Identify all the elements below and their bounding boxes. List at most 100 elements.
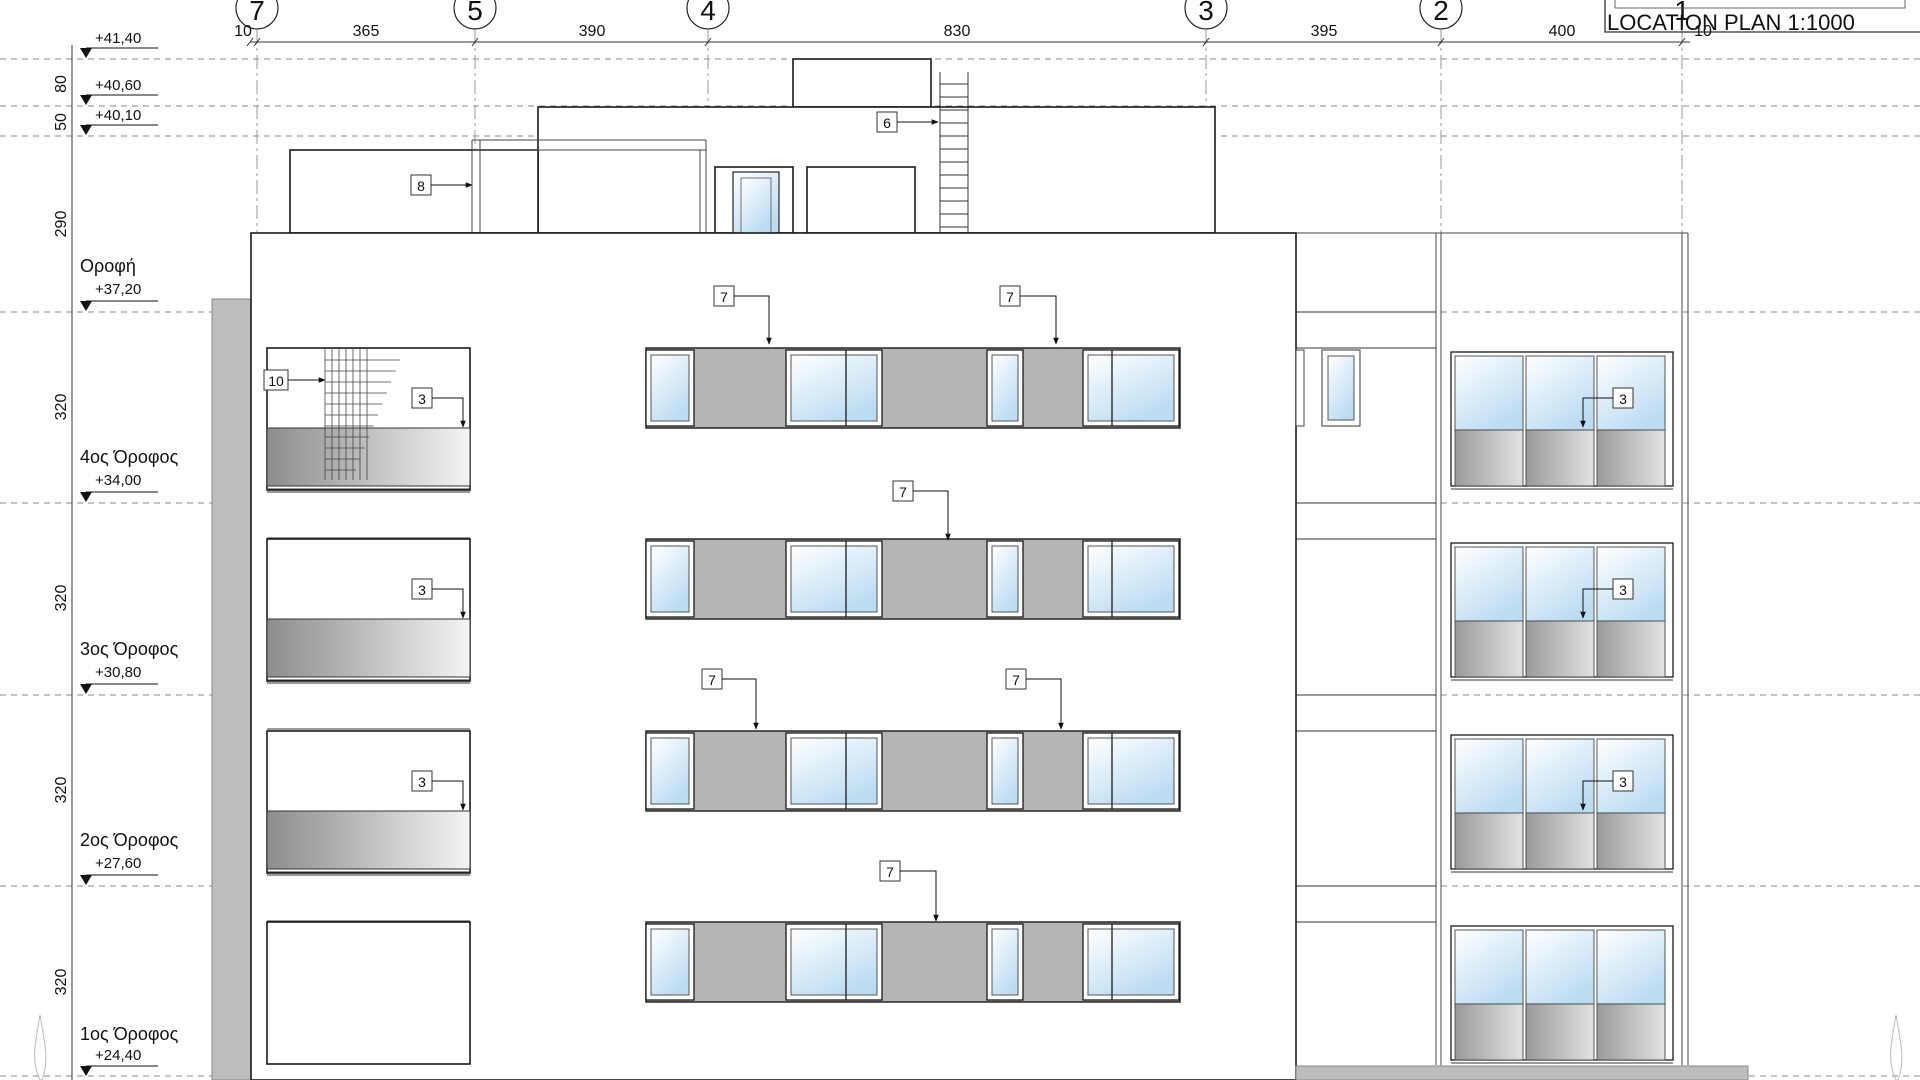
right-balcony-glass [1525,546,1595,622]
svg-text:+30,80: +30,80 [95,664,141,681]
vdim-320-a: 320 [53,394,70,421]
right-balcony-glass [1454,355,1524,431]
right-balcony-glass [1525,355,1595,431]
right-balcony-railing [1525,620,1595,678]
dimension-400: 400 [1549,23,1576,40]
floor-name-3rd: 3ος Όροφος [80,639,179,659]
vdim-50: 50 [53,113,70,131]
window-narrow-glass [991,737,1019,805]
svg-text:7: 7 [886,864,894,880]
level-marker-4060: +40,60 [80,77,158,105]
callouts: 6 8 10 7 7 7 7 7 7 3 3 3 3 3 3 [263,111,1634,922]
svg-text:7: 7 [249,0,265,26]
window-narrow-glass [991,545,1019,613]
right-balcony-glass [1454,738,1524,814]
floor-name-2nd: 2ος Όροφος [80,830,179,850]
dimension-390: 390 [579,23,606,40]
window-double-glass [790,928,878,996]
callout-10: 10 [263,369,326,391]
right-balcony-railing [1596,429,1666,487]
svg-text:7: 7 [1006,289,1014,305]
svg-text:+37,20: +37,20 [95,281,141,298]
callout-7-f4b: 7 [999,285,1059,345]
window-double-right-glass [1087,354,1175,422]
callout-3-left-c: 3 [411,770,466,811]
axis-bubble-1: 1 [1674,0,1690,26]
callout-7-f2a: 7 [701,668,759,730]
svg-text:+40,60: +40,60 [95,77,141,94]
left-balcony-railing [266,810,471,870]
svg-text:7: 7 [708,672,716,688]
level-marker-4010: +40,10 [80,107,158,135]
svg-text:3: 3 [1619,391,1627,407]
svg-text:7: 7 [1012,672,1020,688]
callout-7-f2b: 7 [1005,668,1064,730]
right-balcony-railing [1596,812,1666,870]
axis-bubble-5: 5 [453,0,497,30]
callout-3-left-b: 3 [411,578,466,619]
svg-text:7: 7 [720,289,728,305]
callout-3-right-b: 3 [1580,578,1634,619]
dimension-365: 365 [353,23,380,40]
right-balcony-railing [1596,1003,1666,1061]
vdim-320-c: 320 [53,777,70,804]
svg-text:3: 3 [418,391,426,407]
central-window-bands [645,347,1181,1003]
window-double-right-glass [1087,545,1175,613]
window-narrow-glass [991,354,1019,422]
right-balcony-glass [1596,929,1666,1005]
right-balcony-glass [1454,546,1524,622]
svg-text:+34,00: +34,00 [95,472,141,489]
level-marker-3080: +30,80 3ος Όροφος [80,639,179,694]
window-double-glass [790,737,878,805]
right-balcony-railing [1596,620,1666,678]
svg-text:3: 3 [1619,582,1627,598]
right-balcony-glass [1454,929,1524,1005]
window-double-right-glass [1087,737,1175,805]
svg-text:3: 3 [1198,0,1214,26]
window-left-glass [650,354,690,422]
neighbour-wall [211,298,253,1080]
vdim-320-b: 320 [53,585,70,612]
window-double-right-glass [1087,928,1175,996]
left-balcony-railing [266,618,471,678]
left-balcony-frame [266,921,471,1065]
right-balcony-railing [1525,812,1595,870]
right-balcony-railing [1525,429,1595,487]
callout-7-f3: 7 [892,480,951,541]
svg-text:3: 3 [1619,774,1627,790]
roof-structures [289,58,1216,234]
svg-text:3: 3 [418,582,426,598]
window-left-glass [650,737,690,805]
tree-silhouettes [34,1014,1903,1080]
axis-bubble-4: 4 [686,0,730,30]
svg-text:3: 3 [418,774,426,790]
right-balcony-glass [1525,738,1595,814]
svg-text:7: 7 [899,484,907,500]
svg-text:+24,40: +24,40 [95,1047,141,1064]
dimension-830: 830 [944,23,971,40]
right-balcony-glass [1525,929,1595,1005]
location-plan-title: LOCATION PLAN 1:1000 [1607,10,1855,35]
window-narrow-glass [991,928,1019,996]
axis-bubble-3: 3 [1184,0,1228,30]
dimension-395: 395 [1311,23,1338,40]
axis-bubble-7: 7 [235,0,279,30]
callout-6: 6 [876,111,939,133]
dimension-10-left: 10 [234,23,252,40]
axis-bubble-2: 2 [1419,0,1463,30]
horizontal-dimension-chain: 10 365 390 830 395 400 10 [234,23,1712,47]
right-balcony-railing [1525,1003,1595,1061]
svg-text:+40,10: +40,10 [95,107,141,124]
window-double-glass [790,545,878,613]
vdim-80: 80 [53,75,70,93]
svg-text:10: 10 [268,373,284,389]
callout-3-left-a: 3 [411,387,466,428]
left-balcony-railing [266,427,471,487]
location-plan: LOCATION PLAN 1:1000 [1604,0,1920,35]
